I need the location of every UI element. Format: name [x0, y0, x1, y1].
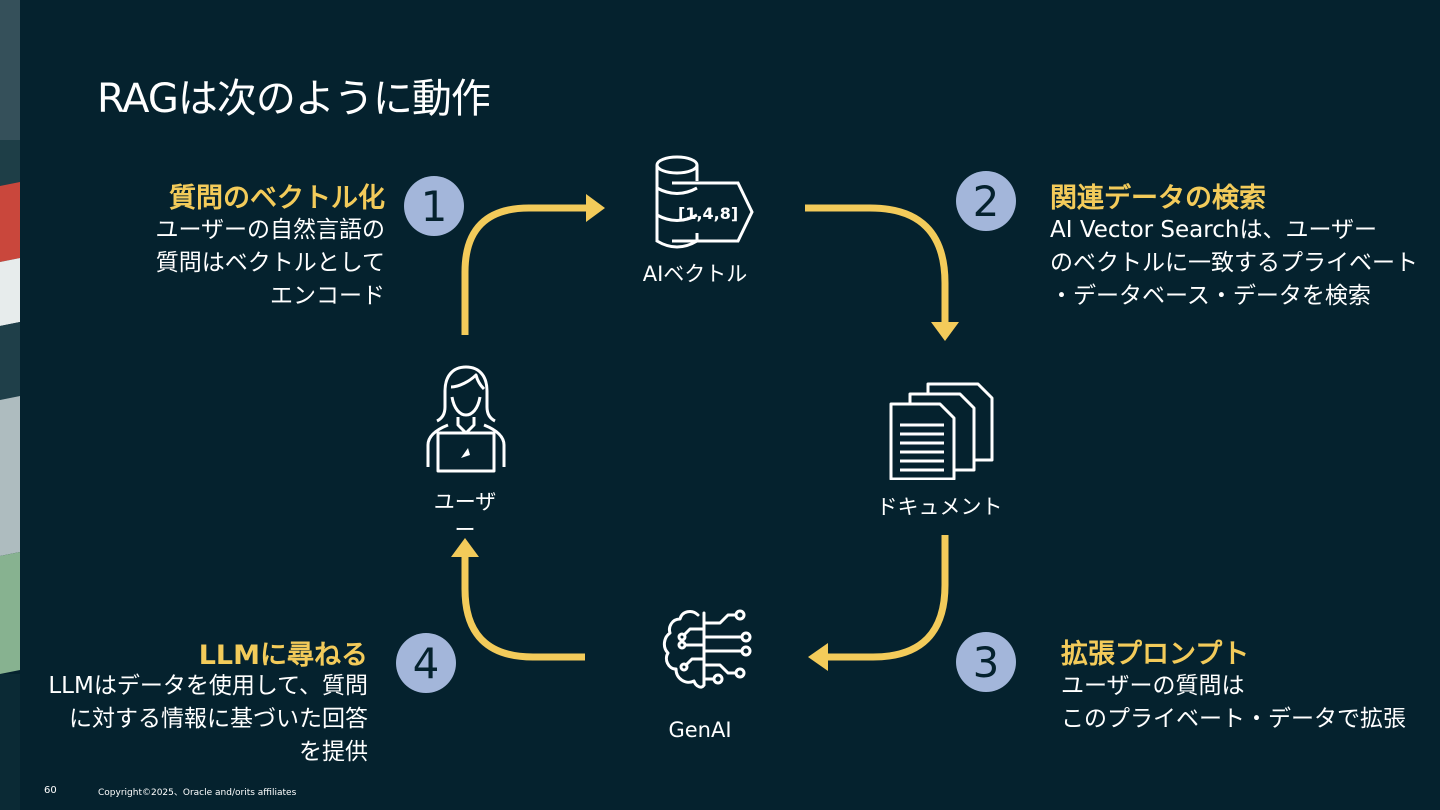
- step1-desc-line: エンコード: [270, 283, 385, 309]
- step4-number-badge: 4: [396, 633, 456, 693]
- step1-title: 質問のベクトル化: [169, 183, 385, 214]
- user-laptop-icon: [426, 365, 506, 473]
- documents-icon: [889, 382, 994, 480]
- genai-label: GenAI: [668, 718, 732, 742]
- step1-desc-line: 質問はベクトルとして: [155, 250, 385, 276]
- decorative-left-stripes: [0, 0, 20, 810]
- brain-circuit-icon: [662, 609, 752, 689]
- page-title: RAGは次のように動作: [97, 76, 491, 122]
- arrow-user-to-vector: [461, 204, 590, 335]
- step3-number-badge: 3: [956, 632, 1016, 692]
- step4-description: LLMはデータを使用して、質問 に対する情報に基づいた回答 を提供: [48, 670, 368, 769]
- step4-desc-line: を提供: [299, 739, 368, 765]
- step2-desc-line: のベクトルに一致するプライベート: [1050, 250, 1418, 276]
- copyright-text: Copyright©2025、Oracle and/orits affiliat…: [98, 788, 297, 798]
- step4-desc-line: LLMはデータを使用して、質問: [48, 673, 368, 699]
- step1-number-badge: 1: [404, 176, 464, 236]
- step1-desc-line: ユーザーの自然言語の: [155, 217, 385, 243]
- arrowhead-2: [931, 322, 959, 341]
- step1-description: ユーザーの自然言語の 質問はベクトルとして エンコード: [155, 214, 385, 313]
- page-number: 60: [44, 785, 57, 796]
- arrow-vector-to-docs: [805, 204, 949, 325]
- arrowhead-4: [451, 538, 479, 557]
- arrowhead-1: [586, 194, 605, 222]
- step2-desc-line: ・データベース・データを検索: [1050, 283, 1371, 309]
- ai-vector-label: AIベクトル: [642, 262, 748, 286]
- step2-desc-line: AI Vector Searchは、ユーザー: [1050, 217, 1377, 243]
- step2-number-badge: 2: [956, 171, 1016, 231]
- step4-title: LLMに尋ねる: [198, 640, 368, 671]
- step2-description: AI Vector Searchは、ユーザー のベクトルに一致するプライベート …: [1050, 214, 1418, 313]
- user-label-line: ー: [454, 518, 476, 542]
- step4-desc-line: に対する情報に基づいた回答: [69, 706, 368, 732]
- user-label: ユーザ ー: [415, 488, 515, 544]
- step2-title: 関連データの検索: [1050, 183, 1266, 214]
- documents-label: ドキュメント: [876, 495, 1003, 519]
- step3-desc-line: ユーザーの質問は: [1061, 673, 1245, 699]
- step3-title: 拡張プロンプト: [1061, 639, 1250, 670]
- user-label-line: ユーザ: [433, 490, 497, 514]
- database-vector-icon: [1,4,8]: [655, 155, 754, 249]
- arrow-genai-to-user: [461, 555, 585, 661]
- vector-text: [1,4,8]: [678, 204, 738, 223]
- step3-desc-line: このプライベート・データで拡張: [1061, 706, 1406, 732]
- step3-description: ユーザーの質問は このプライベート・データで拡張: [1061, 670, 1406, 736]
- arrowhead-3: [808, 643, 828, 671]
- arrow-docs-to-genai: [825, 535, 949, 661]
